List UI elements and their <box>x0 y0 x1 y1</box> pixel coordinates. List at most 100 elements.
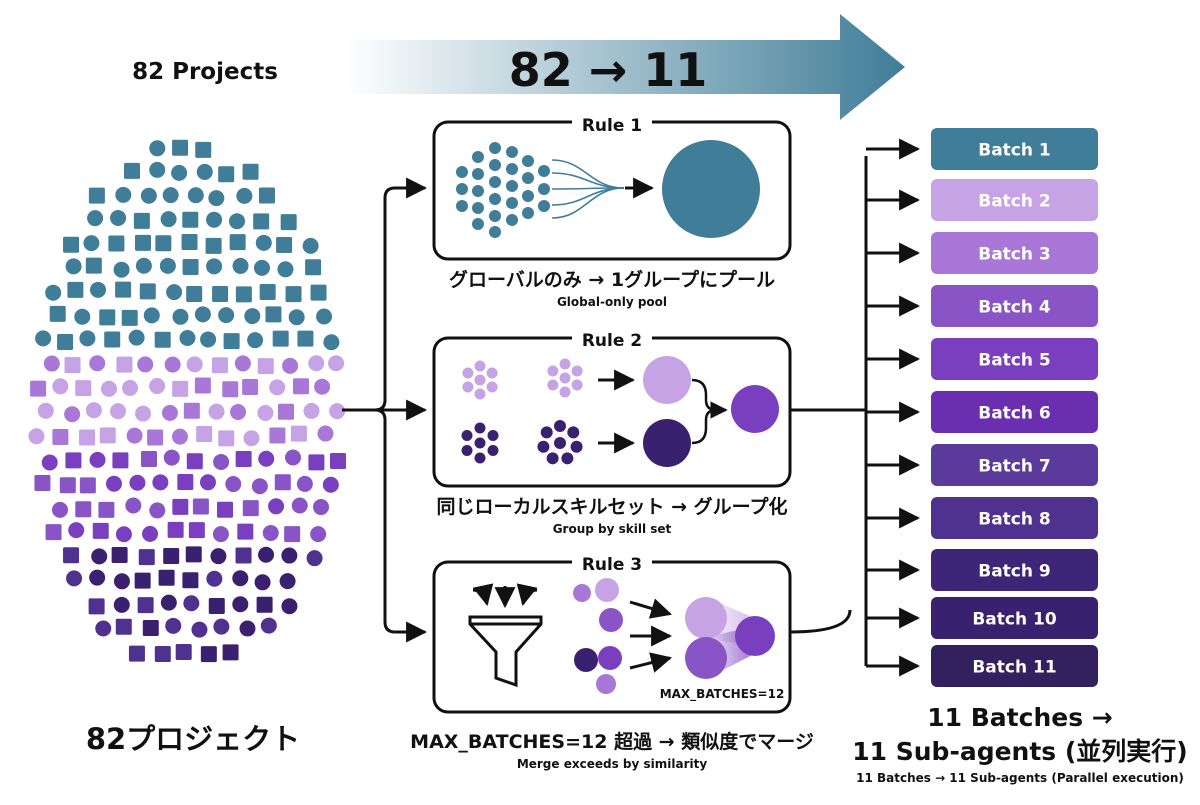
project-dot <box>52 378 69 395</box>
project-square <box>183 402 200 419</box>
project-square <box>305 259 322 276</box>
project-dot <box>105 475 122 492</box>
batch-pill <box>931 645 1098 687</box>
project-dot <box>288 309 305 326</box>
batch-label: Batch 3 <box>978 245 1050 265</box>
project-dot <box>74 308 91 325</box>
project-dot <box>253 259 270 276</box>
rule-1-dot <box>489 193 501 205</box>
project-square <box>278 403 295 420</box>
batch-label: Batch 5 <box>978 351 1050 371</box>
project-dot <box>269 379 286 396</box>
project-square <box>111 546 128 563</box>
project-square <box>137 597 154 614</box>
rule-1-dot <box>522 190 534 202</box>
rule-2-dot <box>461 445 473 456</box>
rule-1-dot <box>506 197 518 209</box>
reduction-arrow <box>345 14 905 120</box>
project-dot <box>244 308 261 325</box>
project-square <box>67 281 84 298</box>
project-dot <box>149 377 166 394</box>
rule-2-dot <box>540 426 553 439</box>
project-dot <box>89 569 106 586</box>
project-dot <box>172 308 189 325</box>
rule-2-dot <box>559 358 571 370</box>
rule-3-dot <box>599 608 623 632</box>
batch-pill <box>931 391 1098 433</box>
batch-pill <box>931 128 1098 170</box>
project-square <box>272 330 289 347</box>
rule-3-caption-en: Merge exceeds by similarity <box>517 757 708 771</box>
project-dot <box>171 164 188 181</box>
project-dot <box>258 450 275 467</box>
project-square <box>182 211 199 228</box>
project-dot <box>100 380 117 397</box>
project-square <box>237 523 254 540</box>
project-dot <box>51 501 68 518</box>
rule-3-caption-ja: MAX_BATCHES=12 超過 → 類似度でマージ <box>410 730 814 753</box>
project-dot <box>302 237 319 254</box>
batch-pill <box>931 285 1098 327</box>
rule-1-dot <box>506 146 518 158</box>
rule-3-merge-light <box>685 597 727 639</box>
rule-1-title: Rule 1 <box>582 116 642 136</box>
project-dot <box>85 402 102 419</box>
project-dot <box>212 526 229 543</box>
rule-2-dot <box>462 367 474 379</box>
rule-1-dot <box>456 183 468 195</box>
project-square <box>194 377 211 394</box>
rule-2-dot <box>561 452 574 465</box>
project-dot <box>303 402 320 419</box>
project-square <box>128 645 145 662</box>
project-square <box>186 285 203 302</box>
project-square <box>253 213 270 230</box>
project-square <box>92 522 109 539</box>
project-dot <box>281 547 298 564</box>
project-dot <box>316 308 333 325</box>
project-dot <box>239 620 256 637</box>
project-dot <box>115 186 132 203</box>
project-dot <box>137 356 154 373</box>
project-dot <box>90 281 107 298</box>
rule-3-arrow <box>629 652 673 673</box>
project-dot <box>328 355 345 372</box>
project-square <box>155 235 172 252</box>
rule-2-dot <box>571 379 583 391</box>
batch-label: Batch 1 <box>978 141 1050 161</box>
project-square <box>293 378 310 395</box>
project-dot <box>135 257 152 274</box>
rule-1-dot <box>522 207 534 219</box>
rule-1-line <box>551 187 625 219</box>
project-square <box>133 212 150 229</box>
project-dot <box>296 475 313 492</box>
project-square <box>154 645 171 662</box>
project-square <box>182 258 199 275</box>
batch-label: Batch 11 <box>972 658 1056 678</box>
project-dot <box>329 403 346 420</box>
project-square <box>256 596 273 613</box>
project-dot <box>206 258 223 275</box>
batch-label: Batch 10 <box>972 610 1056 630</box>
project-square <box>52 429 69 446</box>
rule-1-caption-en: Global-only pool <box>557 295 667 309</box>
project-dot <box>65 258 82 275</box>
project-square <box>211 357 228 374</box>
project-dot <box>128 329 145 346</box>
project-dot <box>236 187 253 204</box>
project-square <box>297 330 314 347</box>
project-dot <box>196 163 213 180</box>
project-dot <box>234 355 251 372</box>
batch-label: Batch 8 <box>978 510 1050 530</box>
project-square <box>182 572 199 589</box>
project-square <box>108 235 125 252</box>
rule-1-funnel-lines <box>551 159 625 219</box>
project-square <box>141 451 158 468</box>
project-square <box>99 309 116 326</box>
project-square <box>242 379 259 396</box>
project-square <box>98 501 115 518</box>
funnel-icon <box>468 583 543 688</box>
project-square <box>222 381 239 398</box>
project-square <box>274 474 291 491</box>
rule-1-dot <box>489 226 501 238</box>
